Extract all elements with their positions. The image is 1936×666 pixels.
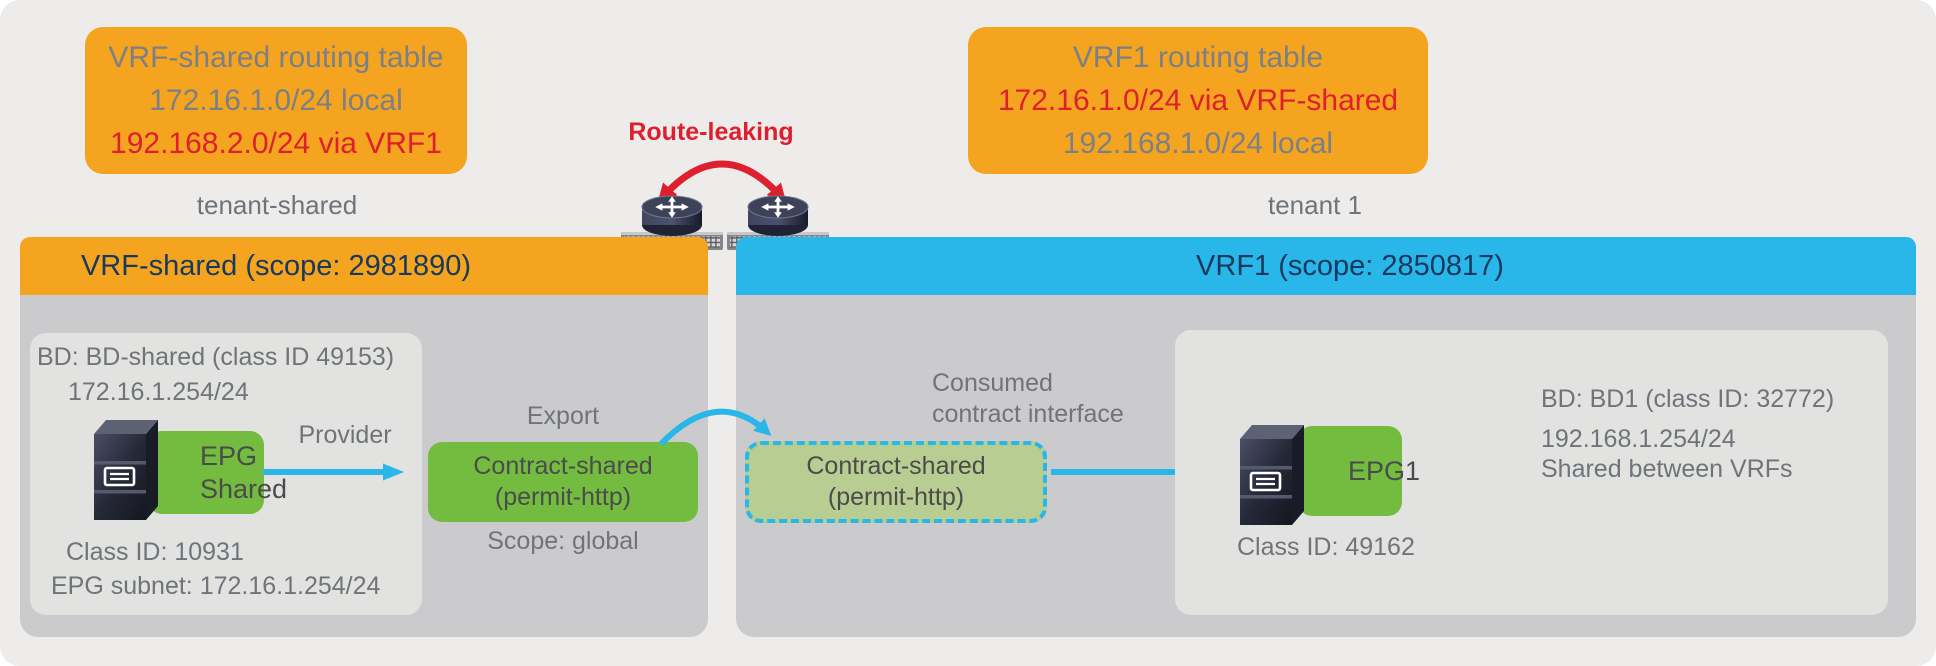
contract-scope-label: Scope: global [487, 527, 639, 555]
vrf-shared-routing-table: VRF-shared routing table 172.16.1.0/24 l… [85, 27, 467, 174]
contract-name: Contract-shared [473, 452, 653, 480]
epg-shared-server-icon [94, 420, 158, 520]
tenant1-label: tenant 1 [1268, 190, 1362, 220]
epg-shared-label-line1: EPG [200, 440, 258, 471]
epg-shared-box: EPG Shared [148, 431, 287, 514]
route-leaking-arrow [657, 160, 787, 203]
vrf1-bar: VRF1 (scope: 2850817) [736, 237, 1916, 295]
consumed-contract-interface-label: Consumed contract interface [932, 368, 1124, 430]
tenant-shared-label: tenant-shared [196, 190, 358, 220]
routing-table-title: VRF1 routing table [1072, 41, 1324, 74]
vrf1-bar-label: VRF1 (scope: 2850817) [1196, 249, 1504, 282]
bd1-group: EPG1 Class ID: 49162 BD: BD1 (class ID: … [1175, 330, 1888, 615]
epg-shared-class-id: Class ID: 10931 [66, 538, 244, 566]
contract-shared-box: Contract-shared (permit-http) [428, 442, 698, 522]
contract-name: Contract-shared [806, 452, 986, 480]
consumed-label-line2: contract interface [932, 400, 1124, 428]
vrf-shared-bar-label: VRF-shared (scope: 2981890) [80, 249, 472, 282]
epg-shared-subnet: EPG subnet: 172.16.1.254/24 [51, 572, 381, 600]
route-entry-local: 172.16.1.0/24 local [149, 84, 403, 117]
epg1-label: EPG1 [1348, 455, 1421, 486]
epg1-box: EPG1 [1298, 426, 1420, 516]
epg-shared-label-line2: Shared [200, 473, 288, 504]
bd-shared-subnet: 172.16.1.254/24 [68, 378, 249, 406]
route-entry-leaked: 192.168.2.0/24 via VRF1 [110, 127, 442, 160]
consumed-label-line1: Consumed [932, 369, 1053, 397]
route-entry-local: 192.168.1.0/24 local [1062, 127, 1334, 160]
consumed-contract-box: Contract-shared (permit-http) [745, 441, 1047, 523]
routing-table-title: VRF-shared routing table [108, 41, 444, 74]
export-arrow [658, 408, 772, 447]
provider-arrow [263, 463, 404, 481]
bd1-shared-note: Shared between VRFs [1541, 455, 1793, 483]
bd-shared-group: BD: BD-shared (class ID 49153) 172.16.1.… [30, 333, 422, 615]
route-leaking-label: Route-leaking [628, 118, 794, 146]
provider-label: Provider [298, 421, 392, 449]
route-entry-leaked: 172.16.1.0/24 via VRF-shared [997, 84, 1399, 117]
export-label: Export [526, 402, 600, 430]
epg-shared-label: EPG Shared [200, 440, 287, 506]
contract-filter: (permit-http) [494, 483, 632, 511]
vrf1-routing-table: VRF1 routing table 172.16.1.0/24 via VRF… [968, 27, 1428, 174]
bd-shared-label: BD: BD-shared (class ID 49153) [37, 343, 395, 371]
vrf-shared-bar: VRF-shared (scope: 2981890) [20, 237, 708, 295]
epg1-server-icon [1240, 425, 1304, 525]
epg1-class-id: Class ID: 49162 [1237, 533, 1415, 561]
contract-filter: (permit-http) [827, 483, 965, 511]
bd1-label: BD: BD1 (class ID: 32772) [1541, 385, 1835, 413]
bd1-subnet: 192.168.1.254/24 [1541, 425, 1736, 453]
